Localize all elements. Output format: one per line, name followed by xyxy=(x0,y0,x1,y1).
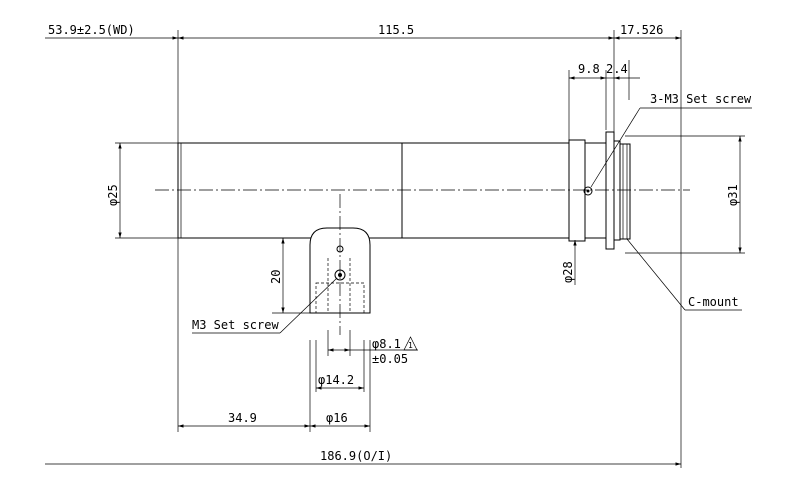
rear-barrel xyxy=(401,142,570,239)
set-screw-m3-label: M3 Set screw xyxy=(192,318,279,332)
wd-label: 53.9±2.5(WD) xyxy=(48,23,135,37)
dia-25-label: φ25 xyxy=(106,184,120,206)
d-2-4-label: 2.4 xyxy=(606,62,628,76)
svg-text:1: 1 xyxy=(408,341,413,350)
length-main-label: 115.5 xyxy=(378,23,414,37)
set-screw-hole-rear xyxy=(583,186,593,196)
lens-body xyxy=(177,131,631,250)
dia-8-1-label: φ8.1 xyxy=(372,337,401,351)
dia-31-label: φ31 xyxy=(726,184,740,206)
leader-lines xyxy=(192,107,752,334)
tolerance-flag-icon: 1 xyxy=(403,336,418,351)
flange-ring xyxy=(605,131,615,250)
dimension-lines xyxy=(45,36,742,466)
set-screw-3-label: 3-M3 Set screw xyxy=(650,92,752,106)
c-mount-label: C-mount xyxy=(688,295,739,309)
barrel-collar xyxy=(568,139,586,242)
center-lines xyxy=(155,189,690,335)
d-9-8-label: 9.8 xyxy=(578,62,600,76)
front-barrel xyxy=(177,142,403,239)
c-mount-thread xyxy=(619,143,631,240)
total-length-label: 186.9(O/I) xyxy=(320,449,392,463)
tolerance-label: ±0.05 xyxy=(372,352,408,366)
height-20-label: 20 xyxy=(269,270,283,284)
flange-label: 17.526 xyxy=(620,23,663,37)
dia-16-label: φ16 xyxy=(326,411,348,425)
dia-28-label: φ28 xyxy=(561,261,575,283)
offset-34-9-label: 34.9 xyxy=(228,411,257,425)
flange-step xyxy=(613,140,621,241)
dia-14-2-label: φ14.2 xyxy=(318,373,354,387)
